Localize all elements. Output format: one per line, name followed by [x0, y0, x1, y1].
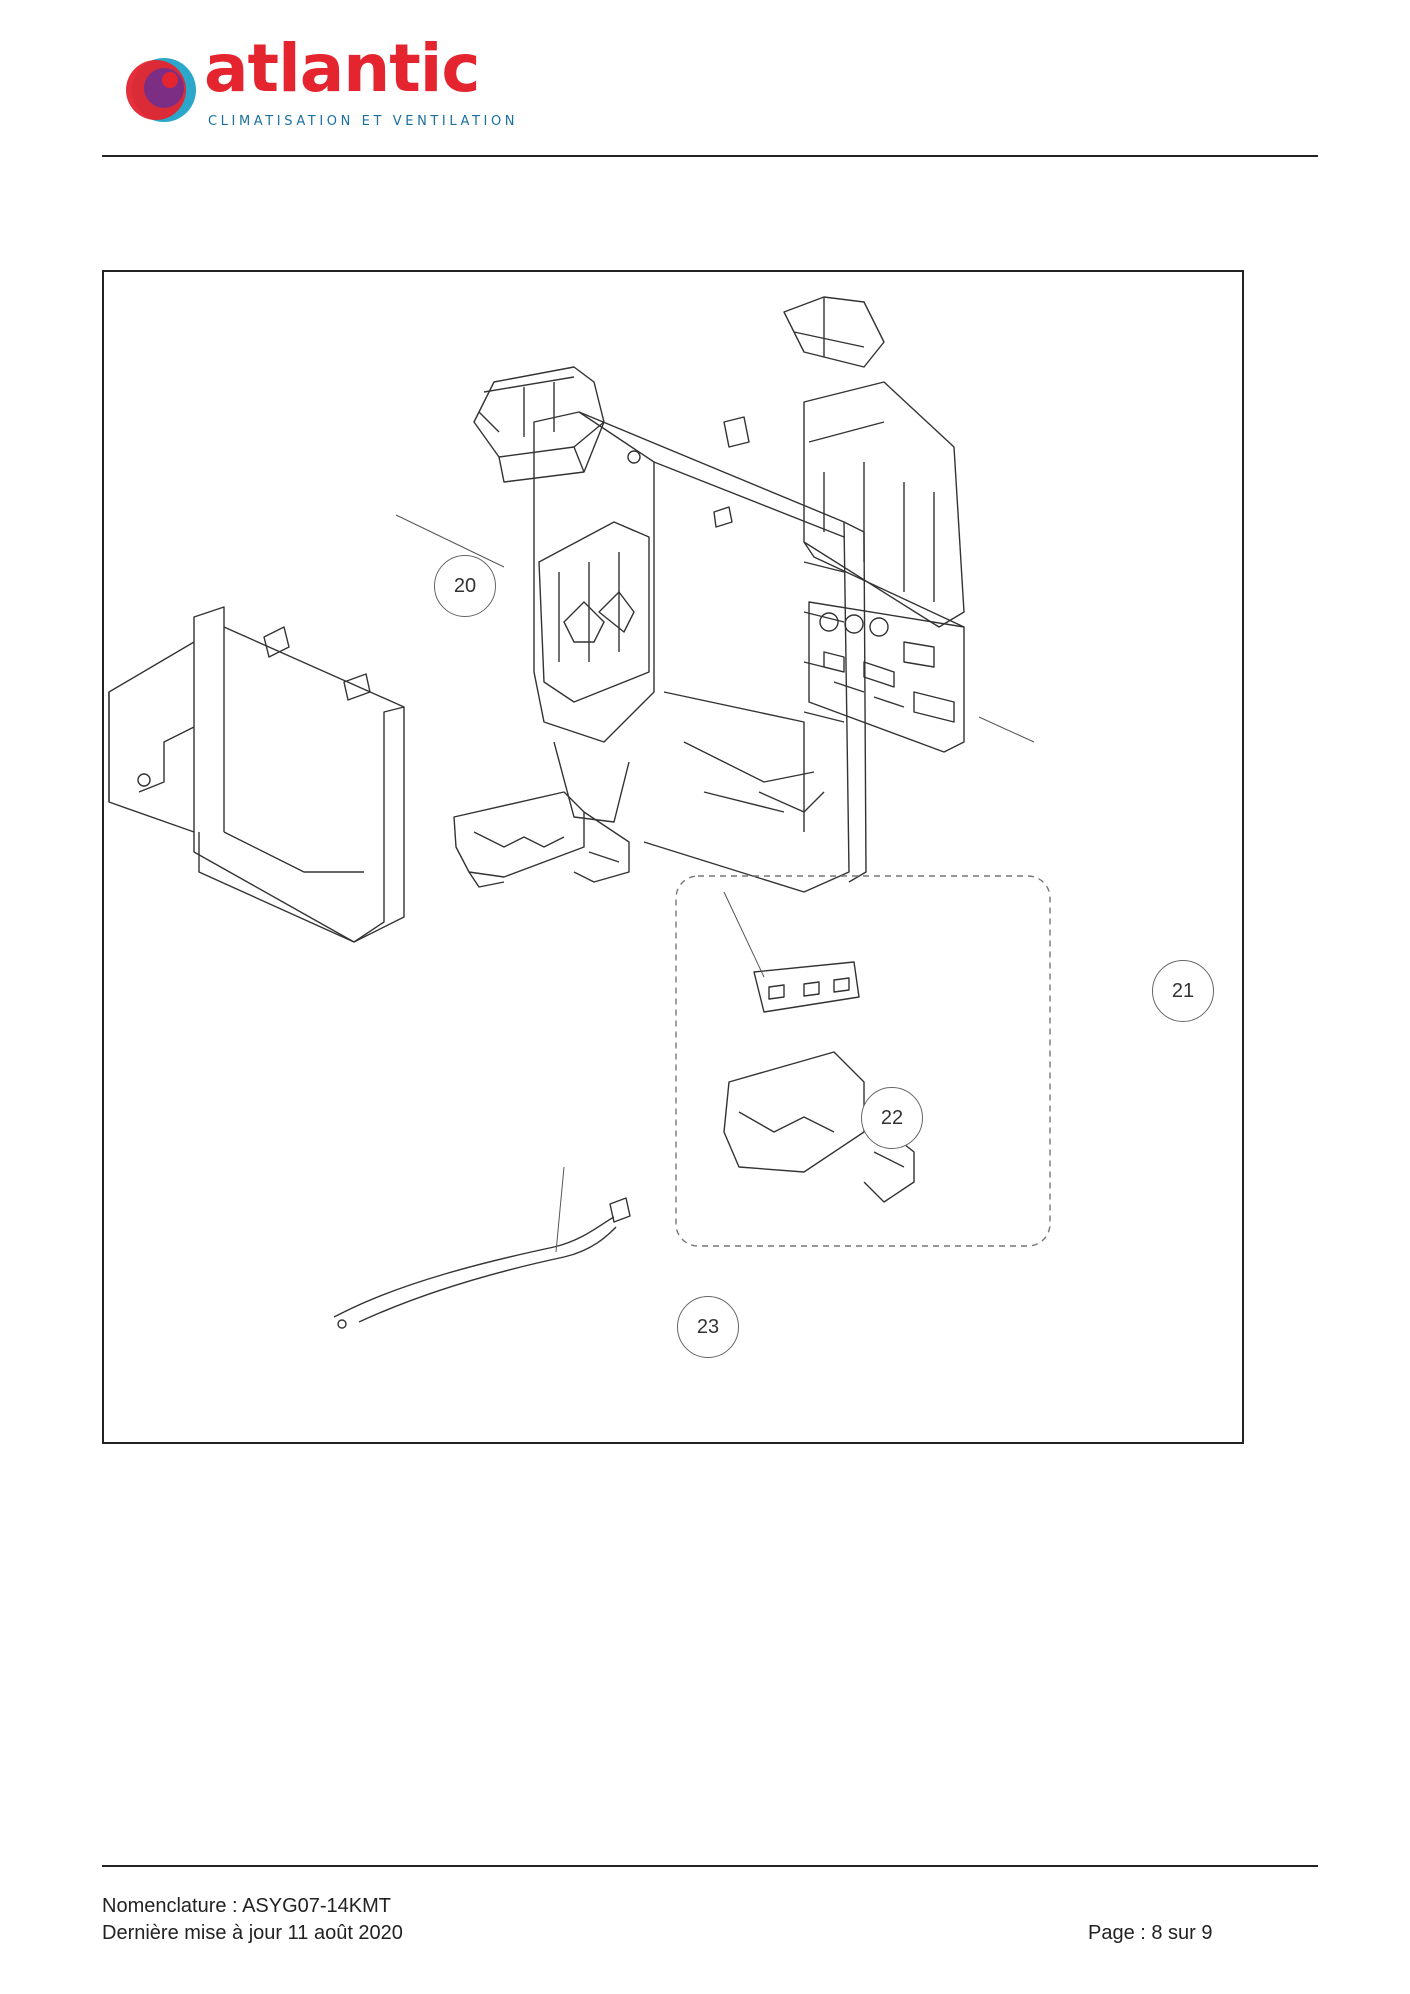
- control-box-housing: [533, 411, 867, 893]
- top-bracket-part: [473, 366, 605, 483]
- last-updated-text: Dernière mise à jour 11 août 2020: [102, 1922, 403, 1944]
- exploded-parts-diagram: 20 21 22 23: [102, 270, 1244, 1444]
- right-frame-part: [783, 296, 965, 628]
- footer-divider: [102, 1865, 1318, 1867]
- logo-wordmark: atlantic: [204, 30, 481, 107]
- callout-23: 23: [677, 1296, 739, 1358]
- callout-20: 20: [434, 555, 496, 617]
- option-kit-group: [675, 875, 1051, 1247]
- page-number: Page : 8 sur 9: [1088, 1922, 1213, 1944]
- nomenclature-text: Nomenclature : ASYG07-14KMT: [102, 1895, 392, 1917]
- terminal-cover-part: [453, 791, 630, 888]
- brand-logo: atlantic CLIMATISATION ET VENTILATION: [120, 36, 515, 136]
- callout-22: 22: [861, 1087, 923, 1149]
- wire-harness-part: [333, 1197, 631, 1329]
- parts-drawing: [108, 296, 1051, 1329]
- pcb-board-part: [808, 601, 965, 753]
- footer-info: Nomenclature : ASYG07-14KMT Dernière mis…: [102, 1893, 403, 1947]
- side-cover-panel: [108, 606, 405, 943]
- header-divider: [102, 155, 1318, 157]
- lower-cover-part: [723, 1051, 865, 1173]
- atlantic-logo-icon: [126, 58, 196, 122]
- small-bracket-part: [753, 961, 860, 1013]
- logo-tagline: CLIMATISATION ET VENTILATION: [208, 114, 519, 129]
- callout-21: 21: [1152, 960, 1214, 1022]
